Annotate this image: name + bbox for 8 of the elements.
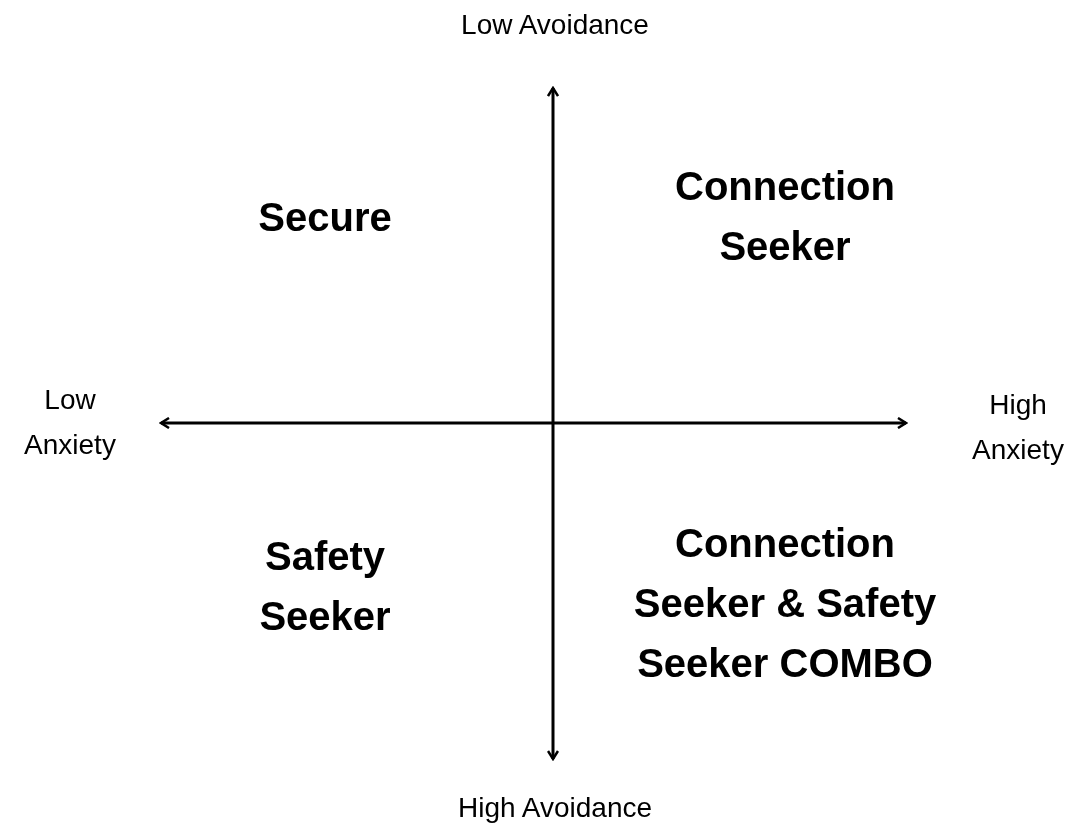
axis-label: High Avoidance bbox=[456, 790, 654, 825]
quadrant-label: Safety Seeker bbox=[258, 533, 392, 640]
quadrant-label: Secure bbox=[257, 194, 393, 241]
axis-label: Low Avoidance bbox=[460, 7, 650, 42]
quadrant-label: Connection Seeker bbox=[674, 163, 896, 270]
quadrant-label: Connection Seeker & Safety Seeker COMBO bbox=[632, 520, 938, 687]
axis-label: Low Anxiety bbox=[23, 383, 117, 462]
axis-label: High Anxiety bbox=[971, 388, 1065, 467]
